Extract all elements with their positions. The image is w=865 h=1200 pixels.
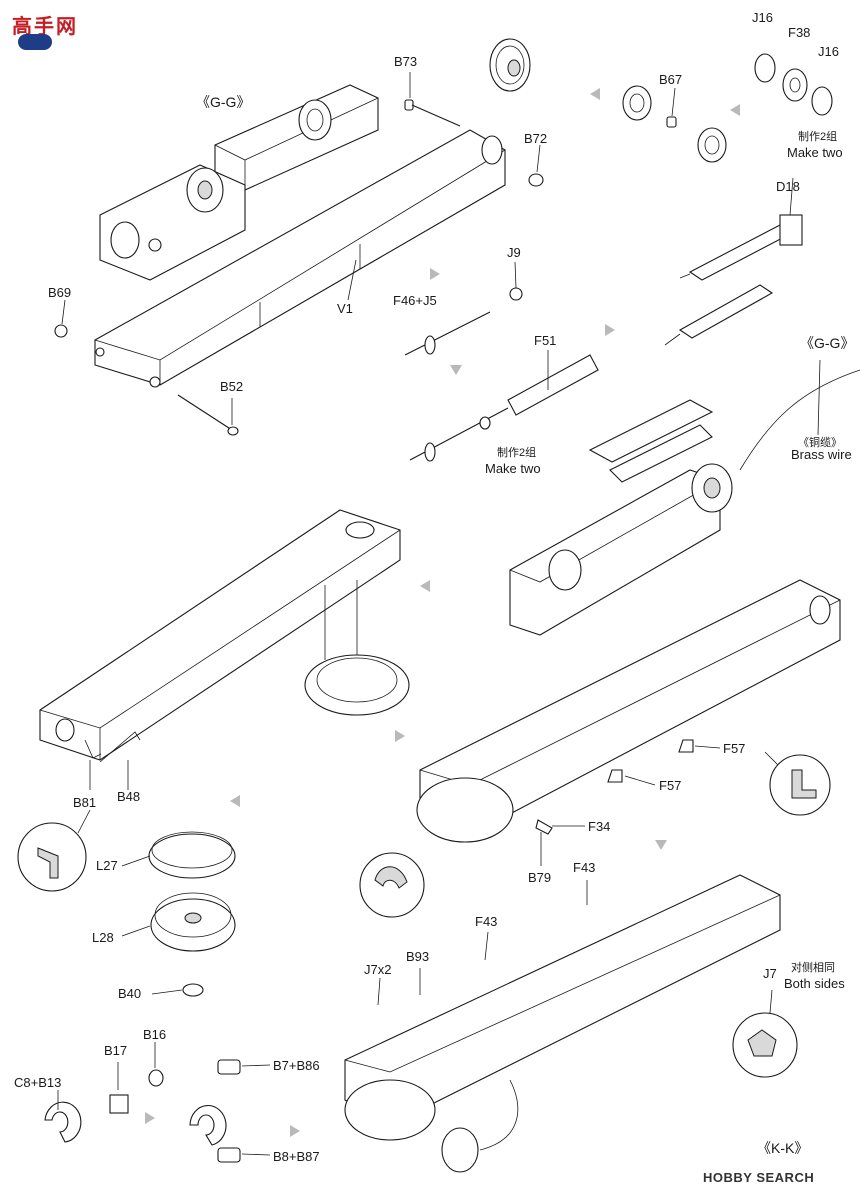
callout-f57a: F57 — [723, 741, 746, 756]
callout-j7x2: J7x2 — [364, 962, 392, 977]
boom-arm-bottom — [344, 874, 781, 1173]
callout-b73: B73 — [394, 54, 418, 69]
brackets-f57-f34 — [535, 739, 694, 835]
cylinder-f51 — [409, 354, 599, 462]
callout-j9: J9 — [507, 245, 521, 260]
note-both-sides-cn: 对侧相同 — [791, 962, 835, 974]
callout-b93: B93 — [406, 949, 430, 964]
callout-kk: 《K-K》 — [757, 1140, 809, 1156]
note-make-two-top-cn: 制作2组 — [798, 131, 838, 143]
callout-gg-right: 《G-G》 — [800, 335, 855, 351]
callout-b79: B79 — [528, 870, 552, 885]
boom-arm-mid — [39, 509, 401, 761]
note-make-two-mid-en: Make two — [485, 461, 541, 476]
note-brass-wire-en: Brass wire — [791, 447, 852, 462]
rod-f46-j5 — [404, 287, 523, 356]
leader-lines — [57, 72, 821, 1156]
winch-drum-assembly — [99, 164, 246, 281]
lid-l27 — [148, 831, 236, 879]
callout-b40: B40 — [118, 986, 142, 1001]
hub-c8-b13 — [44, 1069, 164, 1143]
callout-b52: B52 — [220, 379, 244, 394]
pin-b73 — [404, 99, 461, 127]
callout-b17: B17 — [104, 1043, 128, 1058]
callout-f51: F51 — [534, 333, 557, 348]
callout-f34: F34 — [588, 819, 611, 834]
callout-f43a: F43 — [573, 860, 596, 875]
callout-gg-top: 《G-G》 — [196, 94, 251, 110]
callout-b8-b87: B8+B87 — [273, 1149, 320, 1164]
ring-l28 — [150, 892, 236, 952]
callout-c8-b13: C8+B13 — [14, 1075, 62, 1090]
callout-j16a: J16 — [752, 10, 773, 25]
callout-b48: B48 — [117, 789, 141, 804]
cap-b72 — [528, 173, 544, 187]
pin-b52 — [177, 394, 239, 436]
road-wheel-set — [622, 53, 833, 163]
callout-l27: L27 — [96, 858, 118, 873]
callout-l28: L28 — [92, 930, 114, 945]
boom-arm-v1 — [94, 129, 506, 388]
callout-d18: D18 — [776, 179, 800, 194]
callout-f38: F38 — [788, 25, 811, 40]
clip-b81-b48 — [84, 731, 141, 763]
zoom-b81 — [17, 809, 91, 892]
boom-arm-right — [416, 579, 841, 843]
callout-f57b: F57 — [659, 778, 682, 793]
zoom-f57 — [764, 751, 831, 816]
callout-j7: J7 — [763, 966, 777, 981]
hub-b7-b86-b8-b87 — [189, 1059, 241, 1163]
callout-b7-b86: B7+B86 — [273, 1058, 320, 1073]
note-make-two-top-en: Make two — [787, 145, 843, 160]
note-make-two-mid-cn: 制作2组 — [497, 447, 537, 459]
callout-b16: B16 — [143, 1027, 167, 1042]
callout-b72: B72 — [524, 131, 548, 146]
hydraulic-cylinders-d18 — [664, 214, 803, 346]
turntable-base — [304, 580, 410, 716]
direction-arrows — [145, 88, 740, 1137]
hobby-search-watermark: HOBBY SEARCH — [703, 1170, 815, 1185]
site-logo: 高手网 — [4, 4, 84, 52]
site-logo-badge — [18, 34, 52, 50]
pulley-wheels-top — [481, 38, 531, 165]
callout-f46-j5: F46+J5 — [393, 293, 437, 308]
zoom-b93 — [359, 852, 425, 918]
base-b40 — [182, 983, 204, 997]
callout-b69: B69 — [48, 285, 72, 300]
callout-j16b: J16 — [818, 44, 839, 59]
cap-b69 — [54, 324, 68, 338]
callout-b67: B67 — [659, 72, 683, 87]
note-both-sides-en: Both sides — [784, 976, 845, 991]
note-brass-wire-cn: 《铜缆》 — [798, 437, 842, 449]
zoom-j7 — [732, 989, 798, 1078]
detail-gg-assembly — [509, 369, 861, 636]
callout-v1: V1 — [337, 301, 353, 316]
callout-b81: B81 — [73, 795, 97, 810]
callout-f43b: F43 — [475, 914, 498, 929]
